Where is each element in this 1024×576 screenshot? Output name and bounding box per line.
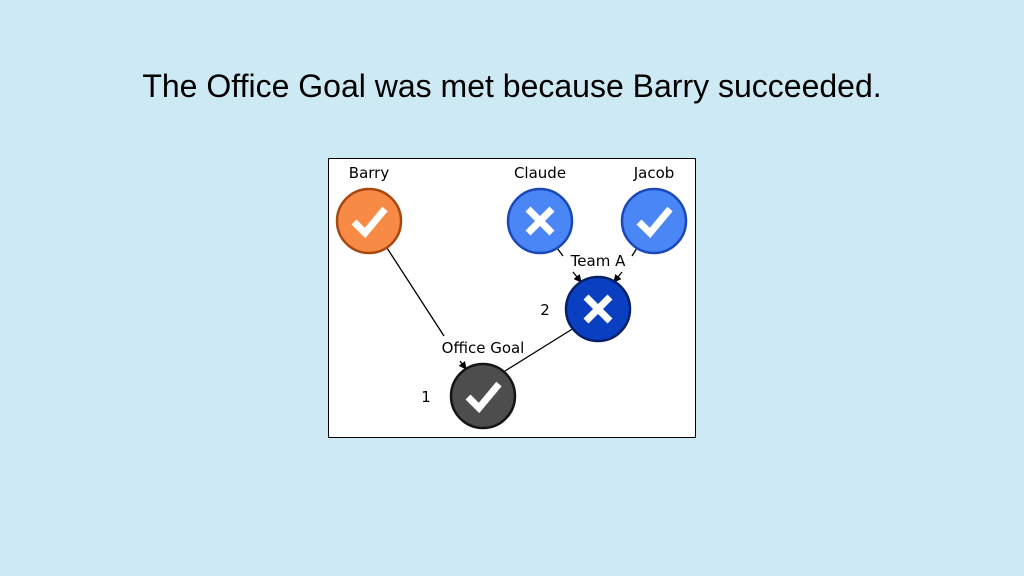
cross-icon: [525, 206, 555, 236]
goal-dependency-diagram: Barry Claude Jacob Team A 2 Office Goal …: [328, 158, 696, 438]
node-circle-barry: [335, 187, 403, 255]
node-circle-office-goal: [449, 362, 517, 430]
node-jacob: Jacob: [620, 164, 688, 255]
node-barry: Barry: [335, 164, 403, 255]
node-label-claude: Claude: [514, 164, 566, 182]
edge-claude-to-team-a-tip: [572, 271, 582, 283]
node-number-office-goal: 1: [421, 388, 431, 406]
cross-icon: [583, 294, 613, 324]
node-team-a: Team A 2: [540, 252, 632, 343]
node-circle-jacob: [620, 187, 688, 255]
edge-barry-to-office-goal-tip: [458, 360, 467, 370]
edge-jacob-to-team-a-tip: [613, 271, 623, 283]
node-claude: Claude: [506, 164, 574, 255]
check-icon: [465, 381, 502, 414]
node-number-team-a: 2: [540, 301, 550, 319]
node-label-barry: Barry: [349, 164, 390, 182]
node-label-team-a: Team A: [570, 252, 626, 270]
edge-claude-to-team-a: [556, 247, 564, 257]
page-title: The Office Goal was met because Barry su…: [142, 68, 882, 104]
check-icon: [351, 206, 388, 239]
node-office-goal: Office Goal 1: [421, 339, 525, 430]
edge-barry-to-office-goal: [386, 247, 445, 337]
node-label-office-goal: Office Goal: [442, 339, 525, 357]
node-label-jacob: Jacob: [633, 164, 675, 182]
edge-jacob-to-team-a: [631, 247, 638, 257]
edge-team-a-to-office-goal: [496, 327, 575, 377]
check-icon: [636, 206, 673, 239]
